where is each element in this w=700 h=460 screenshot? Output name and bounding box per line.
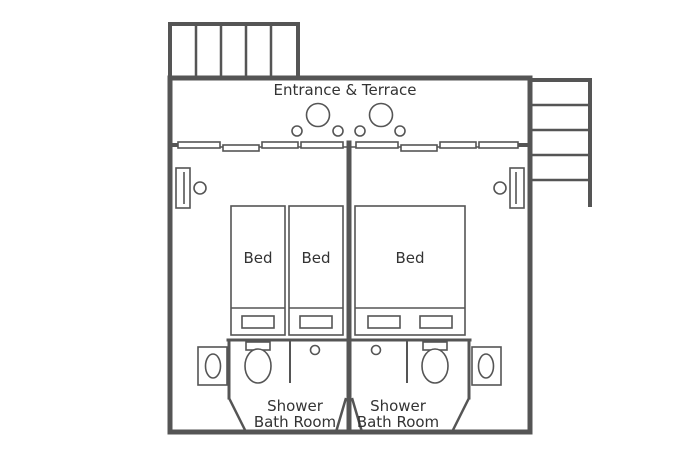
sliding-doors <box>168 141 532 152</box>
bed-label-3: Bed <box>395 249 424 267</box>
bathroom-label-left: Bath Room <box>254 413 336 431</box>
shower-drain-left <box>309 344 321 356</box>
bathroom-label-right: Bath Room <box>357 413 439 431</box>
entrance-terrace-label: Entrance & Terrace <box>273 81 416 99</box>
bed-single-1 <box>230 205 286 336</box>
toilet-left <box>244 341 272 384</box>
bed-label-1: Bed <box>243 249 272 267</box>
desk-left <box>175 167 207 209</box>
toilet-right <box>421 341 449 384</box>
bathroom-walls <box>226 338 472 433</box>
bed-double <box>354 205 466 336</box>
shower-drain-right <box>370 344 382 356</box>
bed-label-2: Bed <box>301 249 330 267</box>
shower-label-right: Shower <box>370 397 427 415</box>
shower-label-left: Shower <box>267 397 324 415</box>
bed-single-2 <box>288 205 344 336</box>
desk-right <box>493 167 525 209</box>
terrace-table-set-left <box>291 102 344 137</box>
sink-right <box>471 346 502 386</box>
outer-walls <box>167 75 533 435</box>
stairs-right <box>528 78 592 207</box>
sink-left <box>197 346 228 386</box>
terrace-table-set-right <box>354 102 406 137</box>
stairs-top-left <box>168 22 300 80</box>
